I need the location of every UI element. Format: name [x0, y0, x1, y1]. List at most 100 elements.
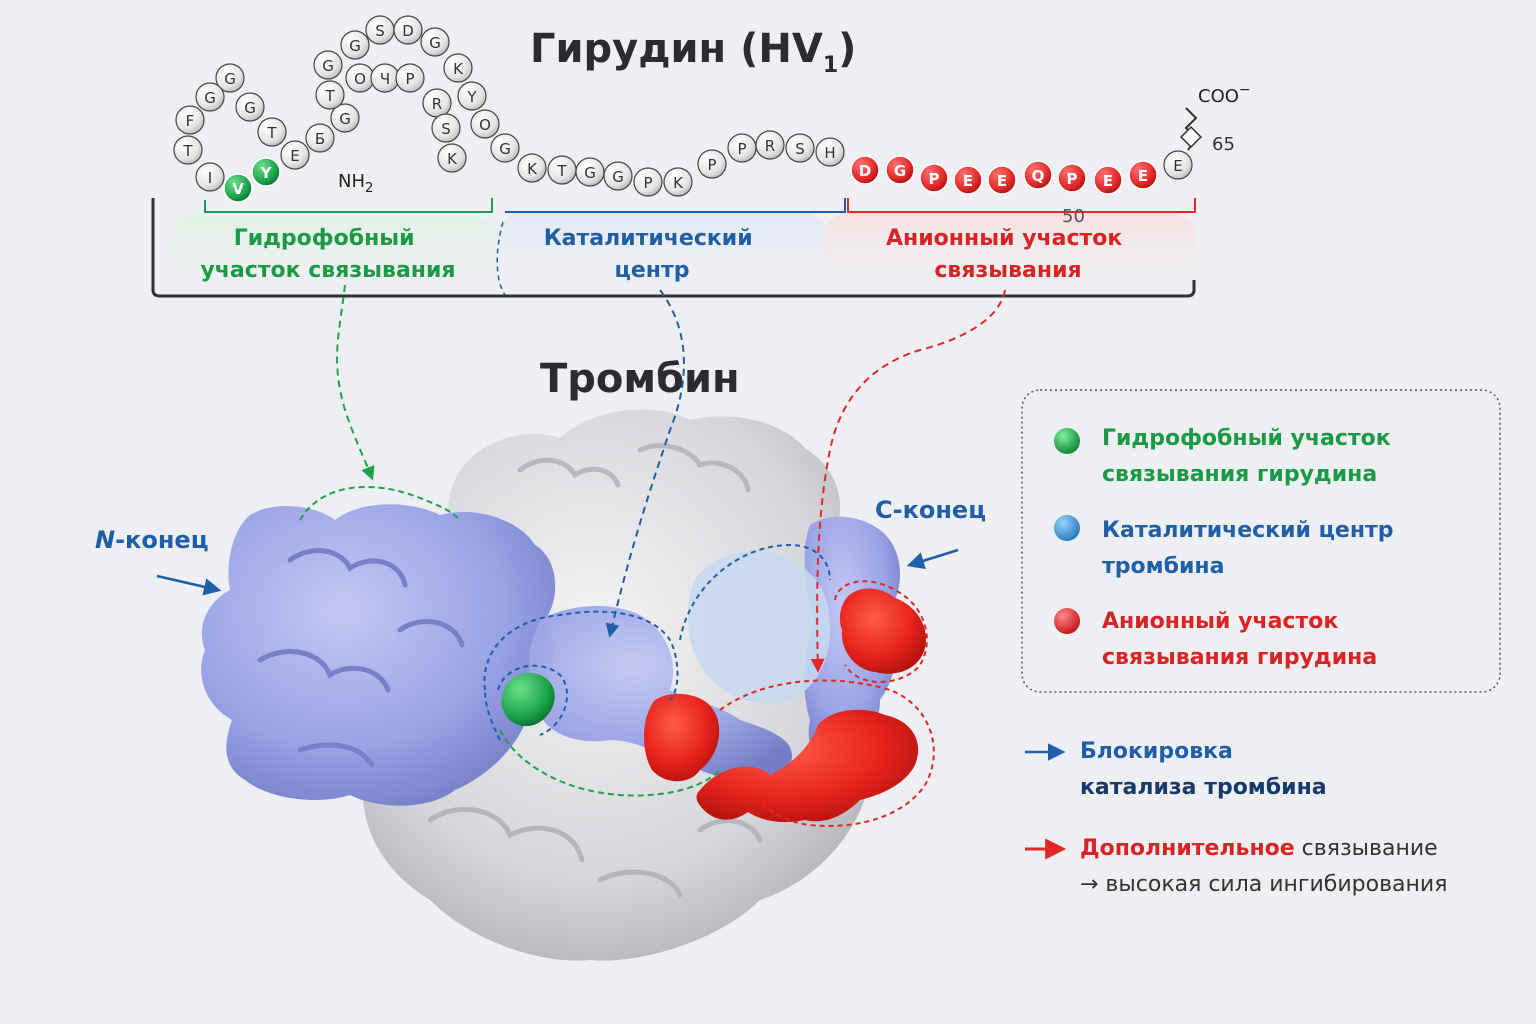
bracket-anionic [847, 198, 1196, 213]
residue-letter: P [405, 70, 414, 88]
residue-bead [235, 92, 265, 122]
position-65-label: 65 [1212, 134, 1235, 155]
residue-bead [850, 155, 880, 185]
hirudin-bracket [151, 198, 1196, 298]
n-terminus-label: NH2 [338, 171, 373, 196]
residue-bead [173, 135, 203, 165]
svg-text:Анионный участок связыва: Анионный участок связывания гирудина [1102, 609, 1377, 670]
residue-letter: E [963, 172, 973, 190]
n-terminus-arrow [156, 574, 222, 596]
residue-bead [340, 30, 370, 60]
residue-bead [633, 167, 663, 197]
green-contact-outline [499, 729, 721, 797]
residue-bead [195, 82, 225, 112]
svg-text:→ высокая сила ингибирования: → высокая сила ингибирования [1080, 872, 1447, 897]
anionic-site-outline-bottom [719, 679, 935, 827]
legend-item-catalytic: Каталитический центр тромбина [1054, 515, 1394, 579]
residue-bead [1163, 150, 1193, 180]
residue-letter: K [447, 150, 458, 168]
residue-bead [251, 157, 281, 187]
residue-bead [755, 130, 785, 160]
residue-letter: T [266, 124, 277, 142]
residue-letter: P [643, 174, 652, 192]
residue-bead [431, 113, 461, 143]
residue-letter: G [322, 57, 334, 75]
residue-bead [395, 63, 425, 93]
catalytic-region-label: Каталитический центр [544, 226, 761, 283]
svg-text:Блокировка катализа тром: Блокировка катализа тромбина [1080, 739, 1327, 800]
legend-additional: Дополнительное связывание → высокая сила… [1025, 836, 1447, 897]
residue-bead [315, 80, 345, 110]
residue-bead [919, 163, 949, 193]
residue-letter: G [349, 37, 361, 55]
residue-bead [785, 133, 815, 163]
residue-letter: G [499, 140, 511, 158]
residue-bead [443, 53, 473, 83]
residue-letter: S [795, 140, 805, 158]
residue-letter: Y [260, 164, 273, 182]
residue-letter: H [824, 144, 835, 162]
residue-letter: E [1173, 157, 1182, 175]
green-site-inner-outline [497, 664, 569, 736]
legend-dot-green [1054, 428, 1080, 454]
residue-letter: E [1103, 172, 1113, 190]
residue-letter: K [527, 160, 538, 178]
legend-blocking: Блокировка катализа тромбина [1025, 739, 1327, 800]
residue-bead [517, 153, 547, 183]
thrombin-surface-lavender-n [201, 504, 556, 806]
anionic-site-outline-top [834, 580, 928, 683]
residue-bead [470, 109, 500, 139]
legend-dot-red [1054, 608, 1080, 634]
svg-text:Гидрофобный участок связ: Гидрофобный участок связывания гирудина [1102, 426, 1398, 487]
residue-bead [305, 123, 335, 153]
residue-letter: G [584, 164, 596, 182]
residue-letter: P [929, 170, 940, 188]
residue-letter: G [612, 168, 624, 186]
legend-item-anionic: Анионный участок связывания гирудина [1054, 608, 1377, 670]
residue-letter: D [859, 162, 871, 180]
catalytic-connection-arrow [605, 289, 685, 638]
residue-bead [457, 81, 487, 111]
residue-letter: E [290, 147, 299, 165]
residue-letter: G [429, 34, 441, 52]
c-terminus-arrow [906, 548, 959, 570]
residue-letter: G [894, 162, 906, 180]
residue-letter: Q [1032, 167, 1045, 185]
catalytic-band [495, 212, 830, 290]
residue-letter: Б [315, 130, 325, 148]
residue-bead [257, 117, 287, 147]
residue-bead [420, 27, 450, 57]
residue-letter: G [224, 70, 236, 88]
residue-letter: S [441, 120, 451, 138]
position-50-label: 50 [1062, 206, 1085, 227]
anionic-binding-surface [644, 588, 926, 823]
thrombin-title: Тромбин [540, 356, 740, 402]
c-terminus-thrombin-label: С-конец [875, 496, 986, 524]
residue-letter: T [182, 142, 193, 160]
hydrophobic-site-surface [501, 673, 555, 727]
residue-bead [223, 173, 253, 203]
residue-bead [1128, 160, 1158, 190]
residue-bead [393, 15, 423, 45]
residue-letter: Y [466, 88, 477, 106]
residue-letter: G [204, 89, 216, 107]
residue-letter: S [375, 22, 385, 40]
residue-letter: E [1138, 167, 1148, 185]
residue-bead [330, 103, 360, 133]
residue-bead [987, 165, 1017, 195]
residue-bead [437, 143, 467, 173]
residue-letter: I [208, 169, 212, 187]
residue-letter: P [737, 140, 746, 158]
svg-text:Дополнительное связывание: Дополнительное связывание [1080, 836, 1438, 861]
c-terminus-label: COO− [1198, 82, 1251, 107]
bracket-hydrophobic [204, 198, 493, 213]
residue-letter: K [453, 60, 464, 78]
legend-item-hydrophobic: Гидрофобный участок связывания гирудина [1054, 426, 1398, 487]
residue-letter: K [673, 174, 684, 192]
catalytic-pocket-outline [679, 543, 831, 641]
catalytic-pocket-surface [687, 551, 831, 704]
hirudin-title: Гирудин (HV1) [530, 26, 856, 78]
residue-bead [1023, 160, 1053, 190]
